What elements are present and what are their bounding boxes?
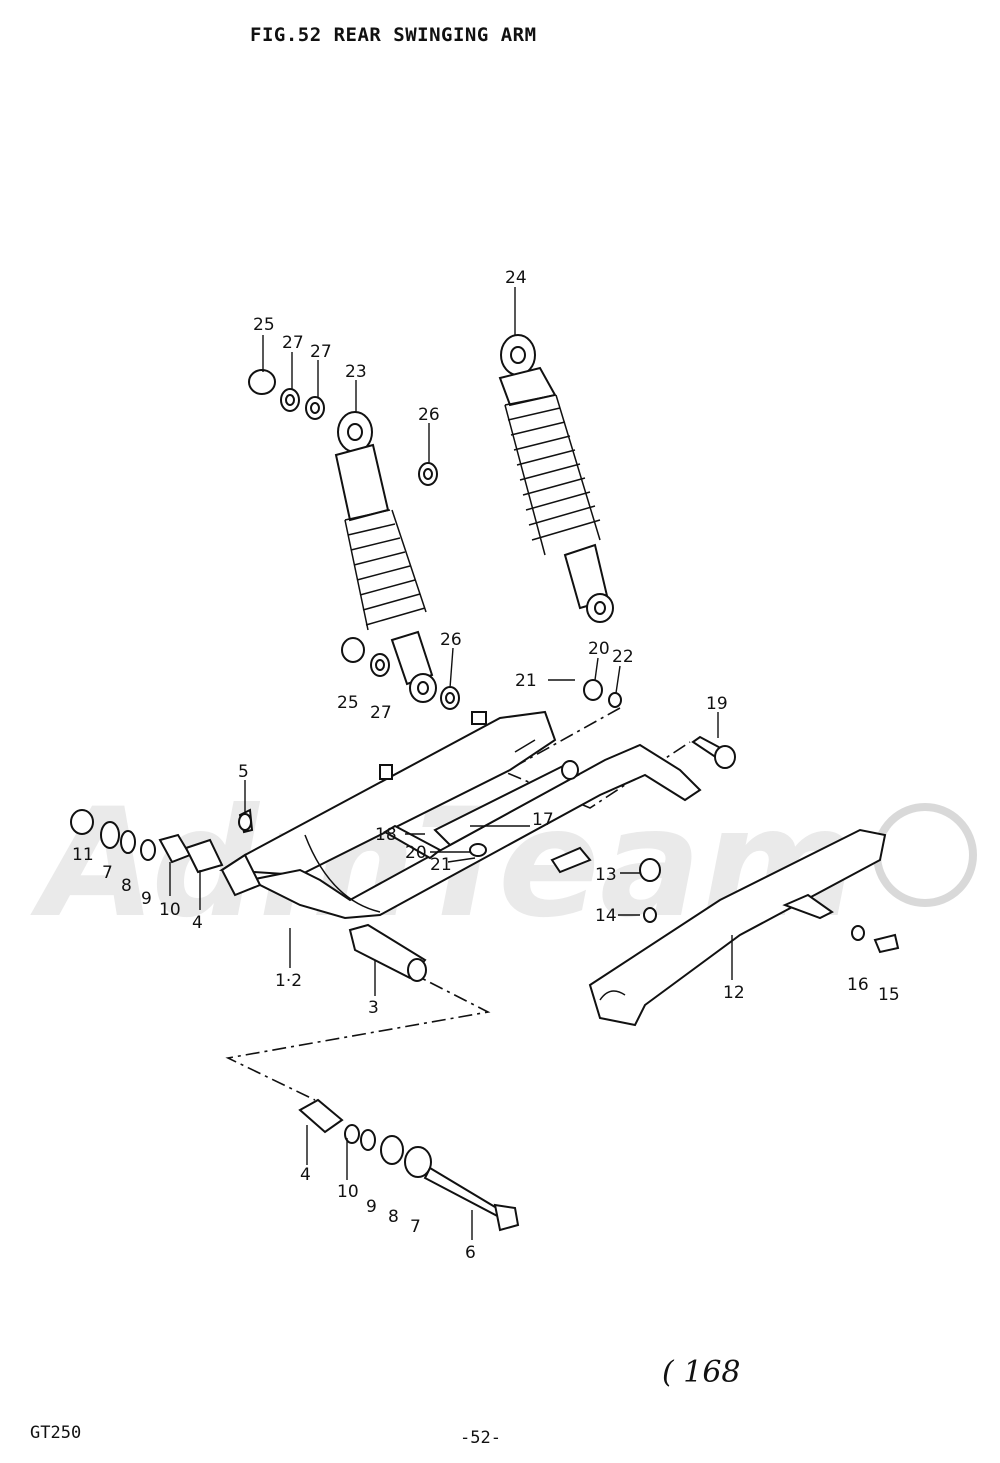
callout-16: 16 [847,975,869,995]
shock-hardware [248,369,622,710]
callout-20: 20 [405,843,427,863]
callout-22: 22 [612,647,634,667]
callout-4: 4 [300,1165,311,1185]
left-shock-absorber [334,411,437,703]
callout-21: 21 [515,671,537,691]
callout-12: 12 [723,983,745,1003]
assembly-line-pivot [225,957,491,1101]
chain-case [588,828,887,1027]
page-number: ( 168 [662,1355,741,1390]
callout-18: 18 [375,825,397,845]
pivot-bolt-assembly [298,1098,520,1232]
callout-3: 3 [368,998,379,1018]
callout-23: 23 [345,362,367,382]
callout-17: 17 [532,810,554,830]
callout-13: 13 [595,865,617,885]
watermark-wheel [873,803,977,907]
callout-14: 14 [595,906,617,926]
callout-11: 11 [72,845,94,865]
callout-4: 4 [192,913,203,933]
page-label: -52- [460,1428,501,1448]
callout-5: 5 [238,762,249,782]
callout-1-2: 1·2 [275,971,302,991]
callout-27: 27 [310,342,332,362]
callout-15: 15 [878,985,900,1005]
misc-fasteners [238,813,900,954]
callout-27: 27 [282,333,304,353]
callout-10: 10 [159,900,181,920]
callout-26: 26 [440,630,462,650]
callout-26: 26 [418,405,440,425]
figure-title: FIG.52 REAR SWINGING ARM [250,24,537,46]
callout-27: 27 [370,703,392,723]
callout-8: 8 [121,876,132,896]
callout-6: 6 [465,1243,476,1263]
callout-20: 20 [588,639,610,659]
callout-19: 19 [706,694,728,714]
callout-numbers: 25 27 27 23 26 24 26 25 27 21 20 22 19 5… [72,268,900,1263]
pivot-spacer [348,923,427,982]
right-shock-absorber [498,334,614,623]
callout-10: 10 [337,1182,359,1202]
callout-21: 21 [430,855,452,875]
leader-lines [169,287,733,1240]
model-code: GT250 [30,1423,82,1443]
callout-25: 25 [337,693,359,713]
callout-7: 7 [410,1217,421,1237]
callout-24: 24 [505,268,527,288]
callout-7: 7 [102,863,113,883]
callout-9: 9 [366,1197,377,1217]
callout-9: 9 [141,889,152,909]
callout-25: 25 [253,315,275,335]
callout-8: 8 [388,1207,399,1227]
torque-link [383,735,736,860]
